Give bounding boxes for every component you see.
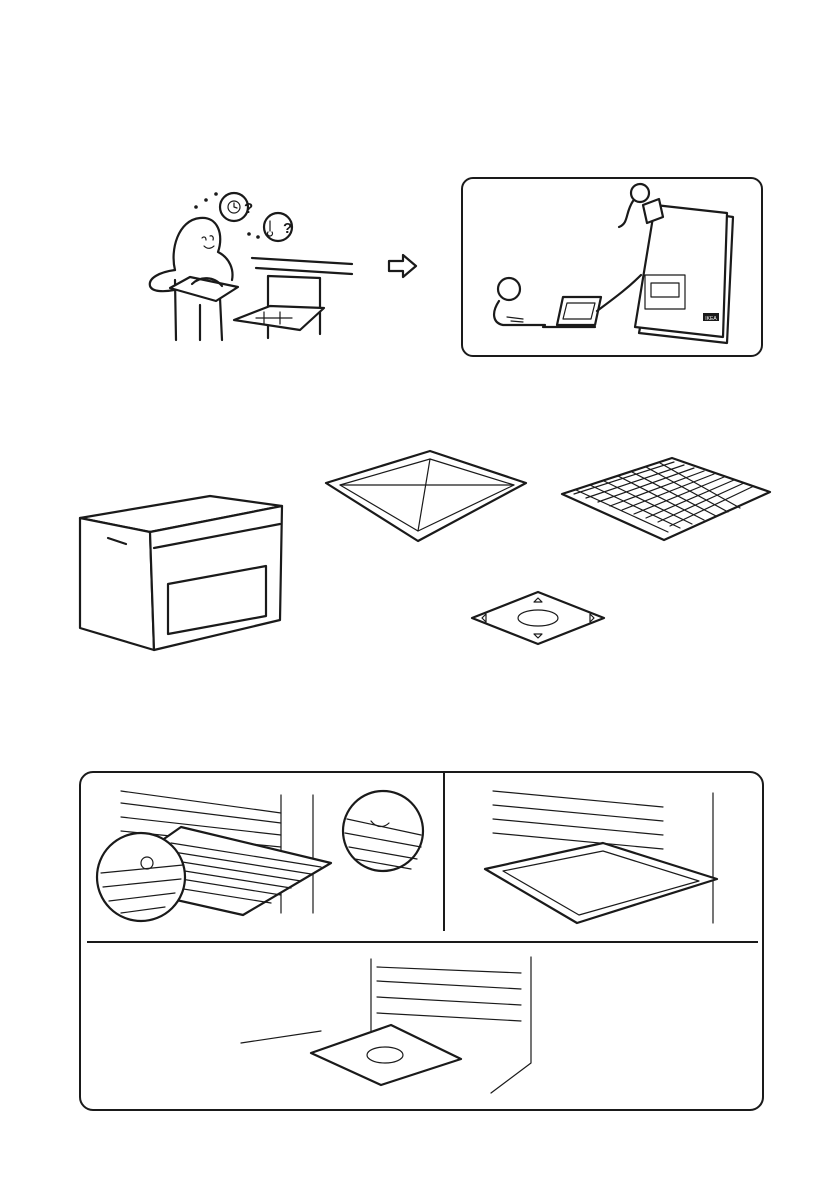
wire-shelf-insertion-view: [91, 783, 441, 931]
question-mark: ?: [244, 200, 253, 217]
horizontal-divider: [87, 941, 758, 943]
reading-person: [619, 184, 663, 227]
steam-mat: [468, 588, 608, 648]
wire-shelf: [556, 454, 776, 546]
baking-tray: [318, 445, 532, 545]
oven-outline: [234, 258, 352, 338]
manual-booklet-icon: IKEA: [635, 205, 733, 343]
held-tray: [170, 277, 238, 301]
installation-panel: [79, 771, 764, 1111]
help-scene: ? ?: [130, 180, 360, 350]
manual-panel: IKEA: [461, 177, 763, 357]
question-mark: ?: [283, 220, 292, 237]
vertical-divider: [443, 773, 445, 931]
mat-placement-view: [241, 953, 621, 1103]
oven-illustration: [70, 488, 290, 658]
tray-insertion-view: [453, 783, 753, 933]
computer-user: [494, 278, 545, 325]
laptop-icon: [543, 275, 641, 327]
manual-logo-text: IKEA: [705, 316, 717, 322]
outlined-right-arrow-icon: [386, 252, 420, 280]
